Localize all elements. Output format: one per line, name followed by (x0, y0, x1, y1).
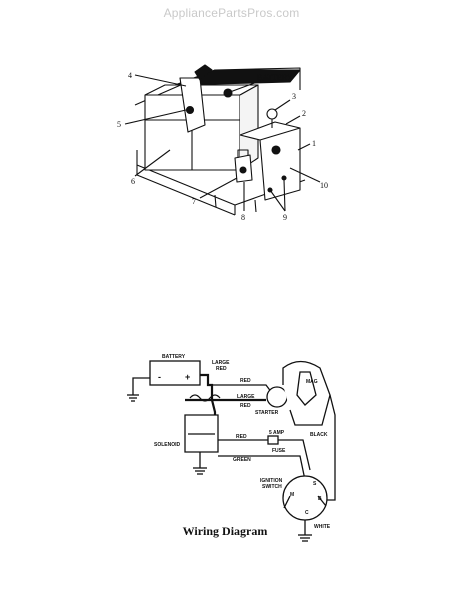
green-wire-label: GREEN (233, 457, 251, 463)
terminal-m-label: M (290, 492, 294, 498)
ignition-label-2: SWITCH (262, 484, 282, 490)
battery-minus-label: - (158, 372, 161, 382)
terminal-b-label: B (318, 496, 322, 502)
large-red-mid-label-1: LARGE (237, 394, 255, 400)
part-callouts: 4 5 3 2 1 6 7 8 9 10 BATTERY (117, 71, 328, 222)
callout-10: 10 (320, 181, 328, 190)
battery-plus-label: + (185, 372, 190, 382)
callout-7: 7 (192, 197, 196, 206)
red-top-label: RED (240, 378, 251, 384)
callout-3: 3 (292, 92, 296, 101)
large-red-top-label-1: LARGE (212, 360, 230, 366)
fuse-label-2: FUSE (272, 448, 286, 454)
red-mid-label: RED (236, 434, 247, 440)
callout-5: 5 (117, 120, 121, 129)
black-wire-label: BLACK (310, 432, 328, 438)
wiring-lines (127, 360, 336, 542)
white-wire-label: WHITE (314, 524, 331, 530)
callout-9: 9 (283, 213, 287, 222)
terminal-s-label: S (313, 481, 317, 487)
terminal-c-label: C (305, 510, 309, 516)
callout-8: 8 (241, 213, 245, 222)
wiring-diagram-caption: Wiring Diagram (182, 524, 268, 538)
battery-symbol (149, 360, 201, 386)
large-red-mid-label-2: RED (240, 403, 251, 409)
ignition-label-1: IGNITION (260, 478, 283, 484)
starter-label: STARTER (255, 410, 279, 416)
solenoid-label: SOLENOID (154, 442, 181, 448)
wiring-labels: BATTERY - + LARGE RED RED MAG LARGE RED … (154, 354, 331, 530)
parts-drawing (124, 64, 321, 216)
watermark: AppliancePartsPros.com (163, 6, 300, 20)
callout-4: 4 (128, 71, 132, 80)
battery-callout-label: BATTERY (257, 73, 293, 82)
callout-1: 1 (312, 139, 316, 148)
battery-label: BATTERY (162, 354, 186, 360)
large-red-top-label-2: RED (216, 366, 227, 372)
callout-6: 6 (131, 177, 135, 186)
mag-label: MAG (306, 379, 318, 385)
callout-2: 2 (302, 109, 306, 118)
fuse-label-1: 5 AMP (269, 430, 285, 436)
